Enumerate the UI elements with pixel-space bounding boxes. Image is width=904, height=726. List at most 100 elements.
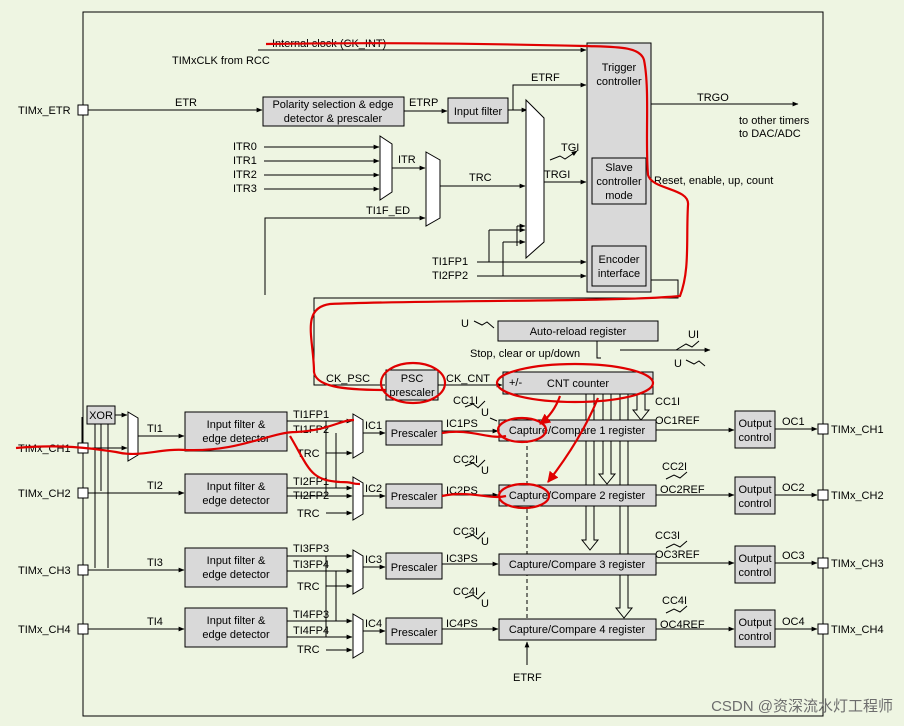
- red-annotations: [15, 42, 690, 510]
- ch4-fp2-label: TI4FP4: [293, 625, 329, 637]
- ui-label: UI: [688, 329, 699, 341]
- encoder-interface-block: [591, 245, 647, 287]
- etrp-label: ETRP: [409, 97, 438, 109]
- ch2-fp1-label: TI2FP1: [293, 476, 329, 488]
- itr-label: ITR: [398, 154, 416, 166]
- oc2-label: OC2: [782, 482, 805, 494]
- ic4ps-label: IC4PS: [446, 618, 478, 630]
- ch3-output-control: [734, 545, 776, 584]
- tgi-label: TGI: [561, 142, 579, 154]
- ti1f-ed-label: TI1F_ED: [366, 205, 410, 217]
- ti1fp1-label: TI1FP1: [432, 256, 468, 268]
- oc2ref-label: OC2REF: [660, 484, 705, 496]
- reset-enable-label: Reset, enable, up, count: [654, 175, 773, 187]
- ch1-in-label: TIMx_CH1: [18, 443, 71, 455]
- ch3-input-filter-label: Input filter &edge detector: [202, 555, 270, 581]
- ch2-in-pin: [77, 487, 89, 499]
- ch1-out-label: TIMx_CH1: [831, 424, 884, 436]
- cc4-register-label: Capture/Compare 4 register: [509, 624, 646, 636]
- stop-clear-label: Stop, clear or up/down: [470, 348, 580, 360]
- ch1-out-pin: [817, 423, 829, 435]
- ch2-out-label: TIMx_CH2: [831, 490, 884, 502]
- trgi-mux: [525, 98, 545, 260]
- cc4i-out-label: CC4I: [662, 595, 687, 607]
- polarity-block: [262, 96, 405, 127]
- ch4-out-label: TIMx_CH4: [831, 624, 884, 636]
- oc3-label: OC3: [782, 550, 805, 562]
- itr1-label: ITR1: [233, 155, 257, 167]
- ch2-input-filter-label: Input filter &edge detector: [202, 481, 270, 507]
- xor-label: XOR: [89, 410, 113, 422]
- itr0-label: ITR0: [233, 141, 257, 153]
- trc-label: TRC: [469, 172, 492, 184]
- trc-mux: [425, 151, 441, 227]
- ck-cnt-label: CK_CNT: [446, 373, 490, 385]
- etrf-bottom-label: ETRF: [513, 672, 542, 684]
- ch4-in-label: TIMx_CH4: [18, 624, 71, 636]
- itr2-label: ITR2: [233, 169, 257, 181]
- auto-reload-block: [497, 320, 659, 342]
- ic2-mux: [352, 476, 364, 521]
- cc2i-out-label: CC2I: [662, 461, 687, 473]
- ch4-trc-label: TRC: [297, 644, 320, 656]
- ch1-output-control: [734, 410, 776, 449]
- ch4-out-pin: [817, 623, 829, 635]
- ti3-label: TI3: [147, 557, 163, 569]
- etr-input-filter-label: Input filter: [454, 106, 503, 118]
- ic3-label: IC3: [365, 554, 382, 566]
- u-label: U: [674, 358, 682, 370]
- ic3ps-label: IC3PS: [446, 553, 478, 565]
- ch2-prescaler-label: Prescaler: [391, 491, 438, 503]
- cc3-register: [498, 553, 657, 576]
- ic1-mux: [352, 413, 364, 459]
- ch3-fp1-label: TI3FP3: [293, 543, 329, 555]
- oc1ref-label: OC1REF: [655, 415, 700, 427]
- cc2-u-label: U: [481, 465, 489, 477]
- cc3-u-label: U: [481, 536, 489, 548]
- ch4-output-control: [734, 609, 776, 648]
- etr-input-filter-block: [447, 97, 509, 124]
- ch2-trc-label: TRC: [297, 508, 320, 520]
- oc4-label: OC4: [782, 616, 805, 628]
- ic4-label: IC4: [365, 618, 382, 630]
- cc3-register-label: Capture/Compare 3 register: [509, 559, 646, 571]
- cnt-label: CNT counter: [547, 378, 609, 390]
- itr-mux: [379, 135, 393, 201]
- ic4-mux: [352, 613, 364, 659]
- ch3-prescaler: [385, 552, 443, 580]
- ti1-mux: [127, 411, 139, 462]
- cc1-register-label: Capture/Compare 1 register: [509, 425, 646, 437]
- cc4-u-label: U: [481, 598, 489, 610]
- oc1-label: OC1: [782, 416, 805, 428]
- slave-controller-block: [591, 157, 647, 205]
- trgi-label: TRGI: [544, 169, 570, 181]
- etr-label: ETR: [175, 97, 197, 109]
- ic3-mux: [352, 549, 364, 595]
- ic2-label: IC2: [365, 483, 382, 495]
- ch4-prescaler: [385, 617, 443, 645]
- ch4-input-filter-label: Input filter &edge detector: [202, 615, 270, 641]
- ch3-in-pin: [77, 564, 89, 576]
- auto-reload-label: Auto-reload register: [530, 326, 627, 338]
- ti4-label: TI4: [147, 616, 163, 628]
- ch3-prescaler-label: Prescaler: [391, 562, 438, 574]
- etr-pin-label: TIMx_ETR: [18, 105, 71, 117]
- cc3i-out-label: CC3I: [655, 530, 680, 542]
- ti2fp2-label: TI2FP2: [432, 270, 468, 282]
- etrf-label: ETRF: [531, 72, 560, 84]
- ch3-in-label: TIMx_CH3: [18, 565, 71, 577]
- ck-psc-label: CK_PSC: [326, 373, 370, 385]
- ch4-fp1-label: TI4FP3: [293, 609, 329, 621]
- itr3-label: ITR3: [233, 183, 257, 195]
- cnt-sign: +/-: [509, 377, 522, 389]
- auto-reload-u: U: [461, 318, 469, 330]
- ti1-label: TI1: [147, 423, 163, 435]
